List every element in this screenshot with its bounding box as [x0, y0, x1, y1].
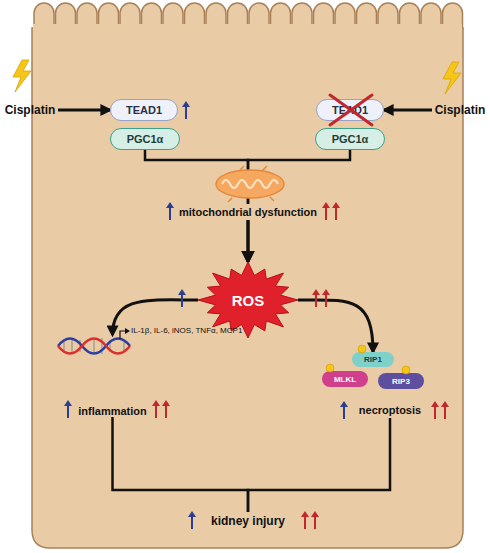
flow-connector	[113, 417, 249, 512]
cytokine-list: IL-1β, IL-6, iNOS, TNFα, MCP1	[131, 326, 242, 335]
flow-connector	[384, 109, 432, 112]
process-label: mitochondrial dysfunction	[178, 204, 318, 220]
microvilli	[34, 3, 463, 39]
mitochondrion	[216, 166, 284, 202]
node-text: necroptosis	[359, 404, 421, 416]
protein-pill: PGC1α	[315, 128, 385, 150]
cell-body	[32, 28, 463, 548]
protein-oval: RIP1	[352, 352, 394, 367]
protein-pill: PGC1α	[110, 128, 180, 150]
node-text: PGC1α	[127, 133, 164, 145]
flow-connector	[248, 150, 350, 204]
flow-connector	[246, 220, 250, 262]
process-label: inflammation	[75, 335, 150, 417]
flow-connector	[248, 418, 390, 512]
protein-oval: RIP3	[378, 373, 424, 389]
stimulus-label: Cisplatin	[2, 102, 58, 118]
dna-helix	[58, 338, 130, 354]
node-text: inflammation	[78, 405, 146, 417]
process-label: necroptosis	[351, 402, 429, 418]
node-text: TEAD1	[126, 104, 162, 116]
node-text: PGC1α	[332, 133, 369, 145]
expression-arrow	[120, 331, 126, 339]
lightning-bolt	[443, 62, 461, 94]
node-text: TEAD1	[332, 104, 368, 116]
node-text: RIP1	[364, 355, 382, 364]
phospho-marks	[326, 345, 410, 374]
lightning-bolt	[13, 60, 31, 92]
flow-connector	[58, 109, 110, 112]
node-text: MLKL	[334, 375, 356, 384]
node-text: kidney injury	[211, 514, 285, 528]
protein-pill: TEAD1	[110, 99, 178, 121]
outcome-label: kidney injury	[198, 512, 298, 530]
protein-pill: TEAD1	[316, 99, 384, 121]
increase-arrow-red	[152, 202, 449, 529]
node-text: ROS	[232, 292, 265, 309]
node-text: Cisplatin	[5, 103, 56, 117]
protein-oval: MLKL	[322, 371, 368, 387]
node-text: Cisplatin	[435, 103, 486, 117]
flow-connector	[298, 300, 373, 352]
stimulus-label: Cisplatin	[432, 102, 488, 118]
cell-body-join	[33, 24, 462, 40]
expression-arrowhead	[125, 328, 130, 334]
node-text: RIP3	[392, 377, 410, 386]
increase-arrow-blue	[64, 101, 348, 529]
flow-connector	[145, 150, 248, 204]
node-text: mitochondrial dysfunction	[179, 206, 317, 218]
